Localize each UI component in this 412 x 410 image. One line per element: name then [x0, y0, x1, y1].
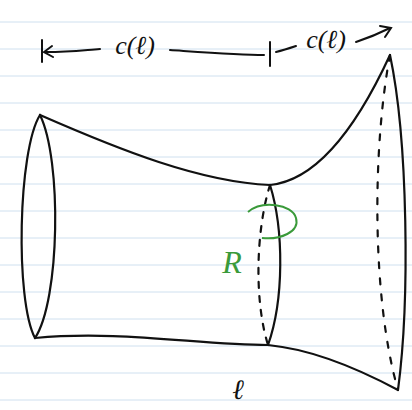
tube-outline — [22, 55, 406, 390]
region-label: R — [222, 246, 242, 278]
curve-label: ℓ — [232, 376, 244, 404]
dimension-marks — [42, 26, 391, 66]
dimension-label: c(ℓ) — [306, 27, 346, 53]
green-loop — [248, 205, 297, 238]
dimension-label: c(ℓ) — [115, 33, 155, 59]
notebook-grid — [0, 22, 412, 400]
